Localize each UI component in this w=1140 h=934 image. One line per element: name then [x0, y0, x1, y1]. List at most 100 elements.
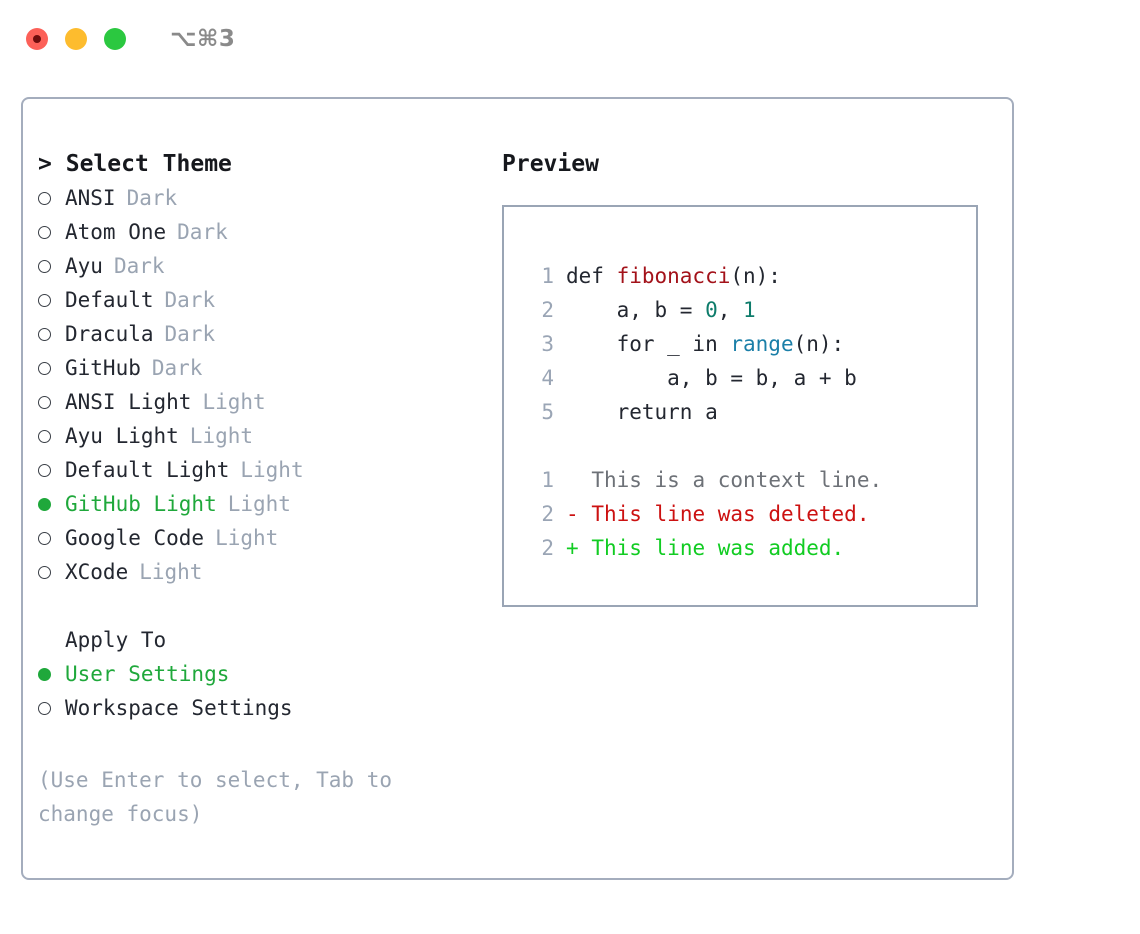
- radio-unselected-icon[interactable]: [38, 226, 65, 239]
- diff-sample: 1 This is a context line.2- This line wa…: [524, 463, 976, 565]
- apply-to-option-workspace-settings[interactable]: Workspace Settings: [38, 691, 478, 725]
- code-token-plain: a, b = b, a + b: [566, 366, 857, 390]
- radio-unselected-icon[interactable]: [38, 362, 65, 375]
- theme-kind-badge: Light: [139, 560, 203, 584]
- diff-marker: +: [566, 536, 579, 560]
- code-token-plain: (n):: [793, 332, 845, 356]
- traffic-lights: [26, 28, 126, 50]
- theme-name: XCode: [65, 560, 129, 584]
- diff-body: This line was added.: [591, 536, 845, 560]
- diff-line: 2+ This line was added.: [524, 531, 976, 565]
- radio-dot: [38, 226, 51, 239]
- radio-unselected-icon[interactable]: [38, 294, 65, 307]
- diff-line-number: 2: [541, 502, 554, 526]
- keyboard-hint: (Use Enter to select, Tab to change focu…: [38, 768, 405, 826]
- diff-line-text-del: - This line was deleted.: [566, 497, 869, 531]
- code-line: 5 return a: [524, 395, 976, 429]
- theme-name: Ayu: [65, 254, 103, 278]
- radio-unselected-icon[interactable]: [38, 260, 65, 273]
- code-line: 2 a, b = 0, 1: [524, 293, 976, 327]
- preview-heading: Preview: [502, 151, 599, 177]
- code-line-text: a, b = 0, 1: [566, 293, 756, 327]
- radio-unselected-icon[interactable]: [38, 702, 65, 715]
- theme-name: Default: [65, 288, 154, 312]
- radio-unselected-icon[interactable]: [38, 532, 65, 545]
- theme-kind-badge: Dark: [164, 288, 216, 312]
- diff-body: This line was deleted.: [591, 502, 870, 526]
- diff-line-text-context: This is a context line.: [566, 463, 882, 497]
- radio-dot: [38, 464, 51, 477]
- select-theme-title: Select Theme: [65, 151, 232, 177]
- theme-option-ansi[interactable]: ANSI Dark: [38, 181, 478, 215]
- code-token-plain: ,: [717, 298, 744, 322]
- radio-unselected-icon[interactable]: [38, 430, 65, 443]
- apply-to-label: Apply To: [65, 628, 167, 652]
- theme-option-ayu[interactable]: Ayu Dark: [38, 249, 478, 283]
- code-line-text: for _ in range(n):: [566, 327, 845, 361]
- theme-option-default[interactable]: Default Dark: [38, 283, 478, 317]
- radio-dot: [38, 192, 51, 205]
- prompt-caret-icon: >: [38, 151, 52, 177]
- theme-name: Atom One: [65, 220, 167, 244]
- theme-kind-badge: Light: [189, 424, 254, 448]
- radio-dot: [38, 668, 51, 681]
- code-token-num: 0: [705, 298, 718, 322]
- apply-to-name: Workspace Settings: [65, 696, 293, 720]
- radio-unselected-icon[interactable]: [38, 192, 65, 205]
- window-title: ⌥⌘3: [170, 26, 236, 52]
- diff-line: 1 This is a context line.: [524, 463, 976, 497]
- diff-marker: [566, 468, 579, 492]
- radio-unselected-icon[interactable]: [38, 328, 65, 341]
- theme-name: Dracula: [65, 322, 154, 346]
- diff-line-text-add: + This line was added.: [566, 531, 844, 565]
- code-line-text: def fibonacci(n):: [566, 259, 781, 293]
- code-token-func: fibonacci: [616, 264, 731, 288]
- code-token-plain: return a: [566, 400, 718, 424]
- code-line: 3 for _ in range(n):: [524, 327, 976, 361]
- theme-kind-badge: Dark: [113, 254, 165, 278]
- code-token-plain: a, b =: [566, 298, 706, 322]
- radio-selected-icon[interactable]: [38, 498, 65, 511]
- preview-spacer: [524, 429, 976, 463]
- diff-marker: -: [566, 502, 579, 526]
- apply-to-name: User Settings: [65, 662, 230, 686]
- radio-selected-icon[interactable]: [38, 668, 65, 681]
- theme-kind-badge: Light: [227, 492, 291, 516]
- radio-dot: [38, 566, 51, 579]
- code-line: 4 a, b = b, a + b: [524, 361, 976, 395]
- theme-kind-badge: Dark: [126, 186, 178, 210]
- close-window-button[interactable]: [26, 28, 48, 50]
- record-dot-icon: [33, 35, 41, 43]
- code-token-plain: def: [566, 264, 617, 288]
- code-line-text: return a: [566, 395, 718, 429]
- minimize-window-button[interactable]: [65, 28, 87, 50]
- maximize-window-button[interactable]: [104, 28, 126, 50]
- radio-unselected-icon[interactable]: [38, 396, 65, 409]
- radio-dot: [38, 294, 51, 307]
- radio-unselected-icon[interactable]: [38, 464, 65, 477]
- radio-dot: [38, 702, 51, 715]
- radio-dot: [38, 430, 51, 443]
- apply-to-option-user-settings[interactable]: User Settings: [38, 657, 478, 691]
- theme-name: ANSI: [65, 186, 116, 210]
- theme-option-dracula[interactable]: Dracula Dark: [38, 317, 478, 351]
- radio-dot: [38, 532, 51, 545]
- theme-option-xcode[interactable]: XCode Light: [38, 555, 478, 589]
- theme-kind-badge: Dark: [164, 322, 216, 346]
- radio-unselected-icon[interactable]: [38, 566, 65, 579]
